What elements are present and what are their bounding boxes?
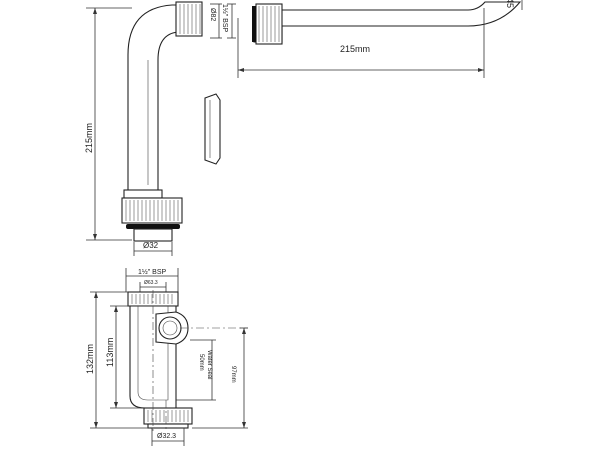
water-seal-dimension [176,339,216,401]
bottom-thread-label: 1½" BSP [138,268,166,276]
h-132-label: 132mm [85,344,95,374]
upper-elbow-pipe [121,1,203,242]
upper-right-tube [252,1,522,45]
h-97-dimension [192,327,248,429]
bottom-thread-dimension [125,268,179,292]
top-thread-dimension [210,3,236,39]
height-215-dimension [86,7,132,241]
right-45-label: 45 [505,0,515,8]
dia-32-label: Ø32 [143,241,159,250]
dia-bottom-dimension [151,428,185,446]
h-97-label: 97mm [230,366,236,383]
h-132-dimension [90,291,150,429]
width-215-label: 215mm [340,44,370,54]
dia-bottom-label: Ø32.3 [157,433,176,440]
escutcheon-flange [204,93,221,165]
water-seal-label-2: Water Seal [206,350,212,379]
bottom-inner-label: Ø63.3 [144,280,158,286]
h-113-label: 113mm [105,338,115,367]
height-215-label: 215mm [84,123,94,153]
water-seal-label-1: 50mm [198,354,204,371]
h-113-dimension [110,305,144,409]
top-dia-label: Ø82 [209,8,216,21]
top-thread-label: 1½" BSP [221,4,229,32]
width-215-dimension [237,8,485,78]
dia-32-dimension [133,242,173,256]
